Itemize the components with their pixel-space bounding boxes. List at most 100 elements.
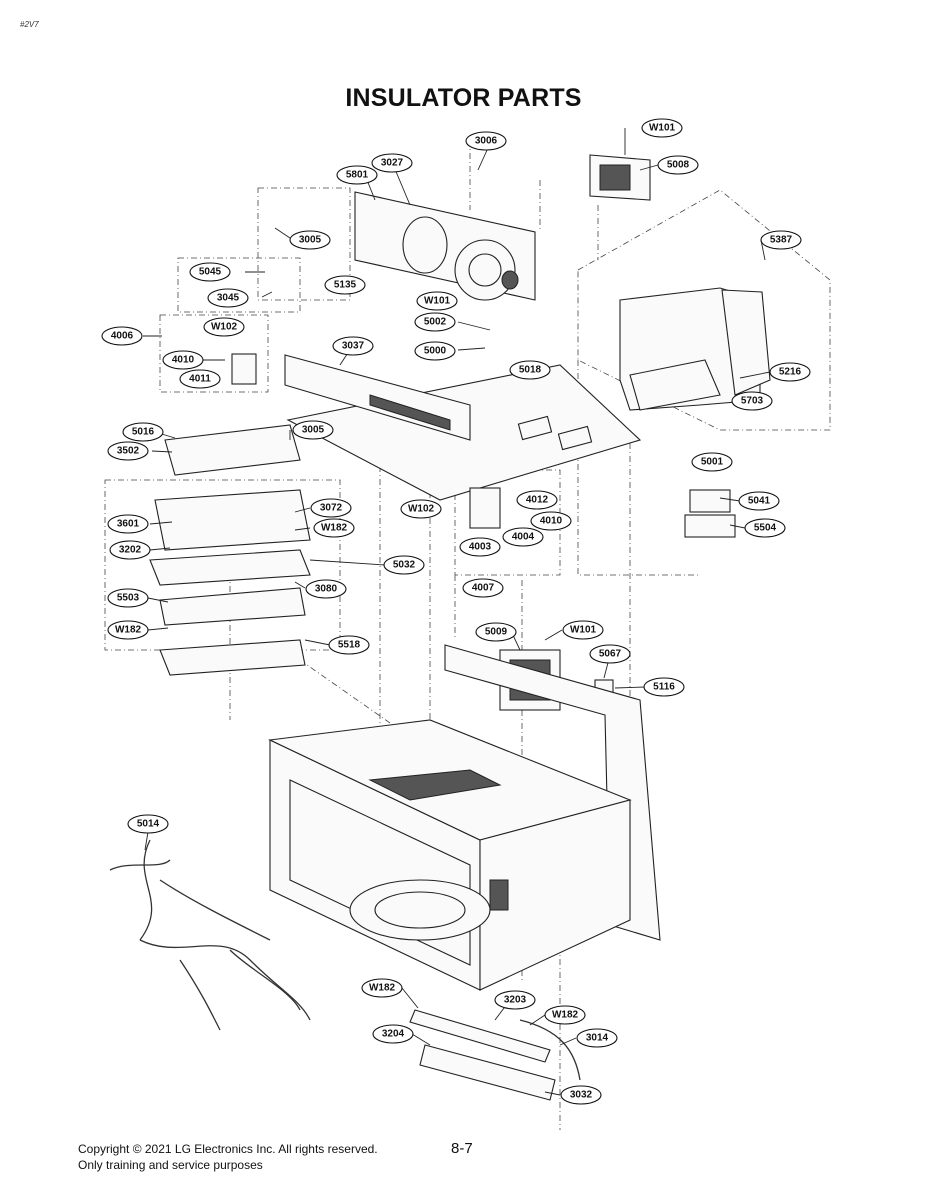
callout-4010-right-label: 4010	[540, 516, 563, 527]
callout-W102-left: W102	[203, 317, 245, 337]
callout-5001-label: 5001	[701, 457, 724, 468]
callout-5018-label: 5018	[519, 365, 542, 376]
callout-W101-top-label: W101	[649, 123, 676, 134]
callout-3202: 3202	[109, 540, 151, 560]
callout-5009: 5009	[475, 622, 517, 642]
callout-5503-label: 5503	[117, 593, 140, 604]
callout-5135-label: 5135	[334, 280, 357, 291]
callout-5503: 5503	[107, 588, 149, 608]
callout-5518-label: 5518	[338, 640, 361, 651]
callout-5067: 5067	[589, 644, 631, 664]
callout-5008: 5008	[657, 155, 699, 175]
callout-W101-mid: W101	[416, 291, 458, 311]
callout-5216-label: 5216	[779, 367, 802, 378]
callout-W101-low: W101	[562, 620, 604, 640]
callout-3032-label: 3032	[570, 1090, 593, 1101]
callout-3005-top-label: 3005	[299, 235, 322, 246]
callout-4010-left: 4010	[162, 350, 204, 370]
callout-W182-d: W182	[544, 1005, 586, 1025]
callout-3014-label: 3014	[586, 1033, 609, 1044]
callout-3502: 3502	[107, 441, 149, 461]
callout-4010-left-label: 4010	[172, 355, 195, 366]
top-plate	[284, 354, 642, 501]
callout-W182-a-label: W182	[321, 523, 348, 534]
fan-motor-assembly	[354, 191, 536, 301]
callout-4006: 4006	[101, 326, 143, 346]
callout-W102-mid: W102	[400, 499, 442, 519]
callout-W182-c-label: W182	[369, 983, 396, 994]
usage-text: Only training and service purposes	[78, 1158, 263, 1172]
callout-5014: 5014	[127, 814, 169, 834]
callout-5116-label: 5116	[653, 682, 675, 693]
callout-W101-mid-label: W101	[424, 296, 451, 307]
callout-4007-label: 4007	[472, 583, 495, 594]
callout-4006-label: 4006	[111, 331, 134, 342]
callout-W182-b-label: W182	[115, 625, 142, 636]
wire-harness	[109, 839, 311, 1031]
footer-copyright-block: Copyright © 2021 LG Electronics Inc. All…	[78, 1141, 378, 1173]
callout-3502-label: 3502	[117, 446, 140, 457]
copyright-text: Copyright © 2021 LG Electronics Inc. All…	[78, 1142, 378, 1156]
callout-5045-label: 5045	[199, 267, 222, 278]
callout-4004: 4004	[502, 527, 544, 547]
callout-4003: 4003	[459, 537, 501, 557]
callout-5009-label: 5009	[485, 627, 508, 638]
callout-3027-label: 3027	[381, 158, 404, 169]
callout-5504: 5504	[744, 518, 786, 538]
bottom-heater-assembly	[409, 1009, 581, 1101]
callout-4012-label: 4012	[526, 495, 549, 506]
callout-5067-label: 5067	[599, 649, 622, 660]
oven-cavity	[268, 644, 661, 991]
callout-3045: 3045	[207, 288, 249, 308]
callout-3203: 3203	[494, 990, 536, 1010]
callout-4011-label: 4011	[189, 374, 211, 385]
callout-3027: 3027	[371, 153, 413, 173]
callout-5518: 5518	[328, 635, 370, 655]
heater-assembly	[149, 424, 311, 676]
page-number: 8-7	[451, 1140, 473, 1157]
callout-4011: 4011	[179, 369, 221, 389]
callout-3072: 3072	[310, 498, 352, 518]
callout-3601-label: 3601	[117, 519, 140, 530]
callout-5000-label: 5000	[424, 346, 447, 357]
callout-5016-label: 5016	[132, 427, 155, 438]
callout-W182-c: W182	[361, 978, 403, 998]
callout-5387: 5387	[760, 230, 802, 250]
callout-3203-label: 3203	[504, 995, 527, 1006]
callout-3032: 3032	[560, 1085, 602, 1105]
callout-3005-mid: 3005	[292, 420, 334, 440]
callout-W101-top: W101	[641, 118, 683, 138]
callout-5387-label: 5387	[770, 235, 793, 246]
callout-5001: 5001	[691, 452, 733, 472]
callout-W101-low-label: W101	[570, 625, 597, 636]
callout-3202-label: 3202	[119, 545, 142, 556]
callout-3204: 3204	[372, 1024, 414, 1044]
callout-5135: 5135	[324, 275, 366, 295]
callout-4012: 4012	[516, 490, 558, 510]
callout-3080: 3080	[305, 579, 347, 599]
callout-5000: 5000	[414, 341, 456, 361]
callout-3037-label: 3037	[342, 341, 365, 352]
callout-5703: 5703	[731, 391, 773, 411]
thermostat-part	[684, 489, 736, 538]
page-title: INSULATOR PARTS	[345, 84, 582, 112]
callout-5008-label: 5008	[667, 160, 690, 171]
callout-5116: 5116	[643, 677, 685, 697]
callout-5504-label: 5504	[754, 523, 777, 534]
callout-5002: 5002	[414, 312, 456, 332]
callout-5014-label: 5014	[137, 819, 160, 830]
callout-W182-a: W182	[313, 518, 355, 538]
callout-5018: 5018	[509, 360, 551, 380]
callout-3072-label: 3072	[320, 503, 343, 514]
callout-5041: 5041	[738, 491, 780, 511]
callout-4010-right: 4010	[530, 511, 572, 531]
callout-5016: 5016	[122, 422, 164, 442]
callout-3204-label: 3204	[382, 1029, 405, 1040]
callout-4003-label: 4003	[469, 542, 492, 553]
callout-3006: 3006	[465, 131, 507, 151]
callout-5045: 5045	[189, 262, 231, 282]
callout-3006-label: 3006	[475, 136, 498, 147]
callout-5002-label: 5002	[424, 317, 447, 328]
callout-5041-label: 5041	[748, 496, 771, 507]
